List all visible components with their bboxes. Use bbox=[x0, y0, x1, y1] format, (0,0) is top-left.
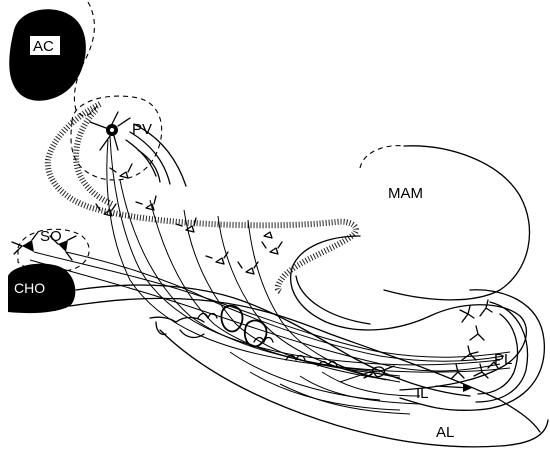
pv-neuron bbox=[89, 111, 131, 151]
posterior-lobe-terminals bbox=[451, 299, 499, 379]
ventral-surface bbox=[69, 297, 541, 433]
label-il: IL bbox=[416, 385, 429, 402]
so-neuron-2 bbox=[49, 235, 77, 261]
ac-label-box bbox=[30, 36, 60, 55]
optic-chiasm-shape bbox=[8, 263, 76, 314]
il-arrow-head bbox=[463, 384, 472, 392]
posterior-lobe-inner-2 bbox=[477, 313, 519, 395]
dendrite-arc-2 bbox=[129, 131, 171, 185]
ventricle-dashed-outline bbox=[73, 1, 99, 117]
small-neurons bbox=[95, 163, 283, 275]
label-pl: PL bbox=[494, 351, 512, 368]
mammillary-outline bbox=[359, 145, 405, 169]
label-al: AL bbox=[436, 424, 454, 441]
dendrite-arc-1 bbox=[125, 139, 157, 177]
infundibulum-inner-contour bbox=[295, 275, 371, 325]
label-ac: AC bbox=[33, 38, 54, 55]
label-cho: CHO bbox=[14, 280, 45, 296]
infundibulum-upper-contour bbox=[290, 235, 528, 391]
pv-dashed-region bbox=[70, 95, 163, 181]
posterior-lobe-outline bbox=[399, 289, 545, 411]
mammillary-body-line bbox=[383, 145, 531, 301]
anterior-lobe-streaks bbox=[229, 351, 421, 415]
hatched-boundary bbox=[44, 101, 359, 295]
il-neuron bbox=[363, 365, 395, 379]
posterior-lobe-inner bbox=[475, 301, 529, 403]
dendrite-arc-3 bbox=[133, 123, 187, 187]
hatched-boundary-inner bbox=[73, 107, 114, 207]
portal-capillary-loops bbox=[149, 304, 338, 367]
so-dashed-region bbox=[17, 228, 90, 273]
label-mam: MAM bbox=[388, 185, 423, 202]
so-neuron-1 bbox=[11, 231, 39, 255]
dendrite-arc-4 bbox=[137, 149, 161, 183]
hypothalamo-neurohypophysial-tract bbox=[29, 135, 511, 383]
anterior-lobe-outline bbox=[159, 329, 549, 448]
